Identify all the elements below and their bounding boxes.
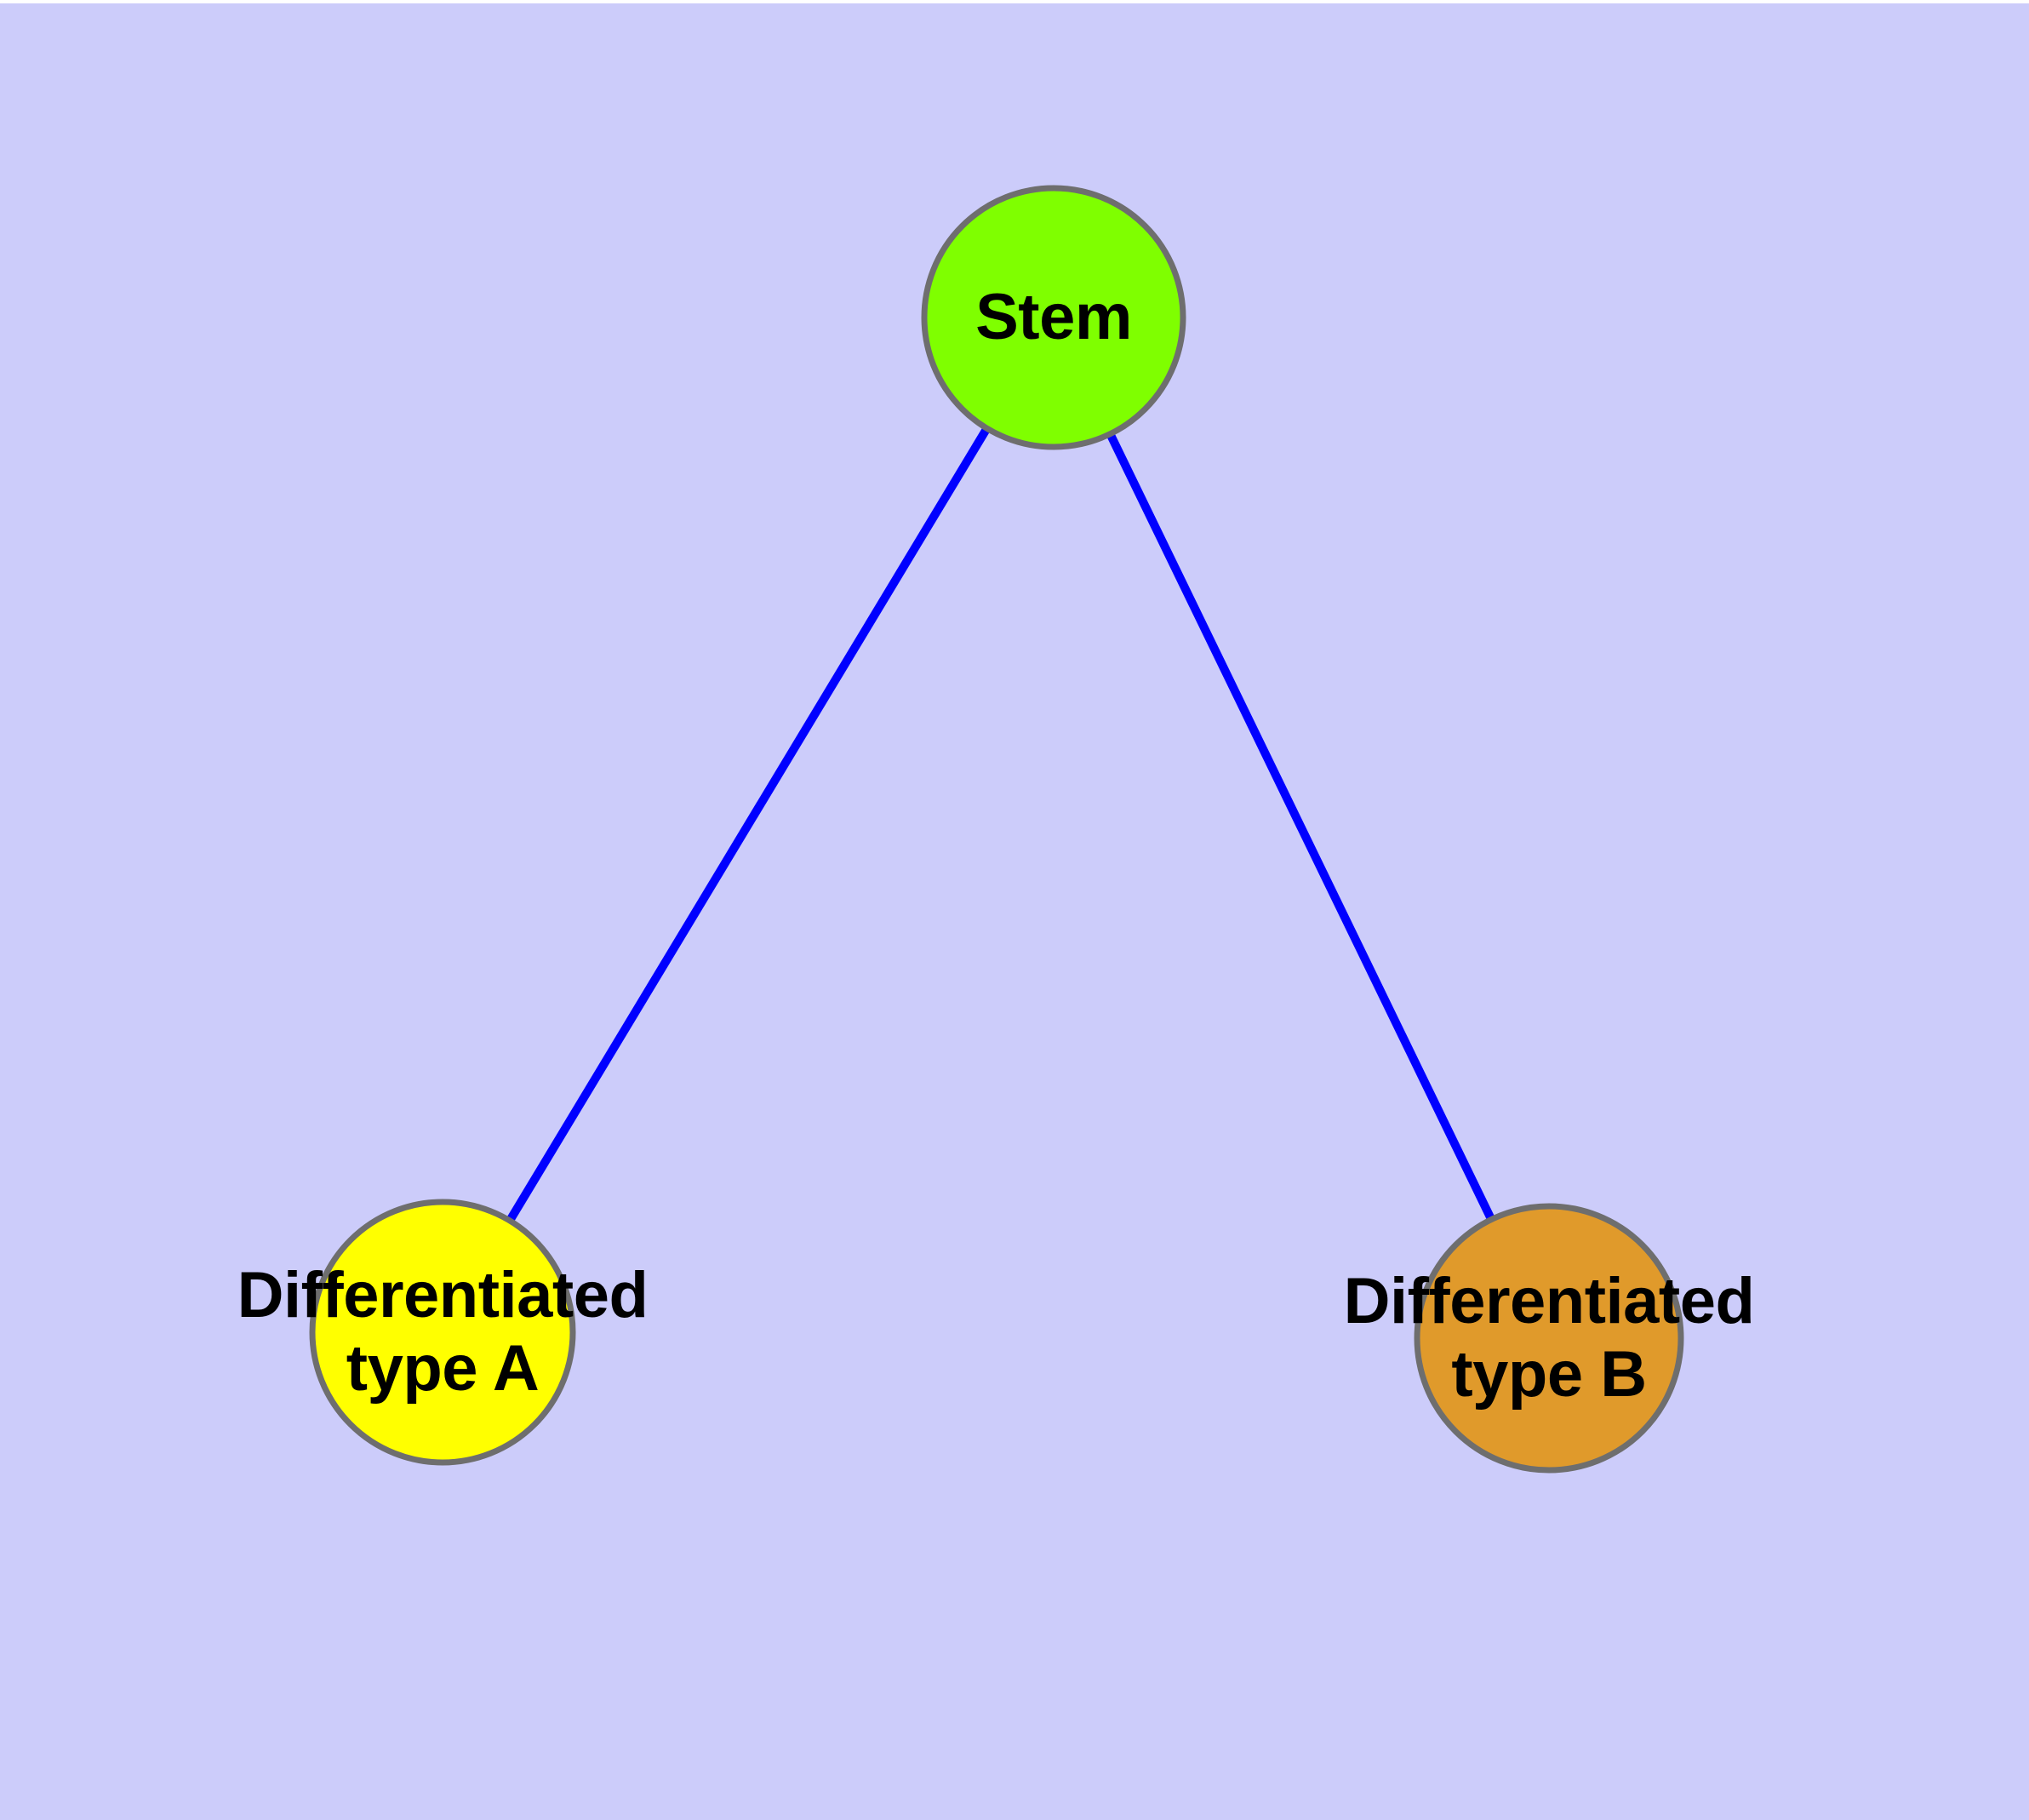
graph-node-diff_b[interactable] xyxy=(1414,1203,1684,1474)
graph-node-diff_a[interactable] xyxy=(309,1199,576,1466)
graph-edge-stem-diff_b[interactable] xyxy=(1106,433,1495,1220)
graph-node-stem[interactable] xyxy=(921,185,1186,450)
graph-edge-stem-diff_a[interactable] xyxy=(506,427,990,1222)
edges-group xyxy=(506,427,1495,1222)
nodes-group xyxy=(309,185,1684,1474)
